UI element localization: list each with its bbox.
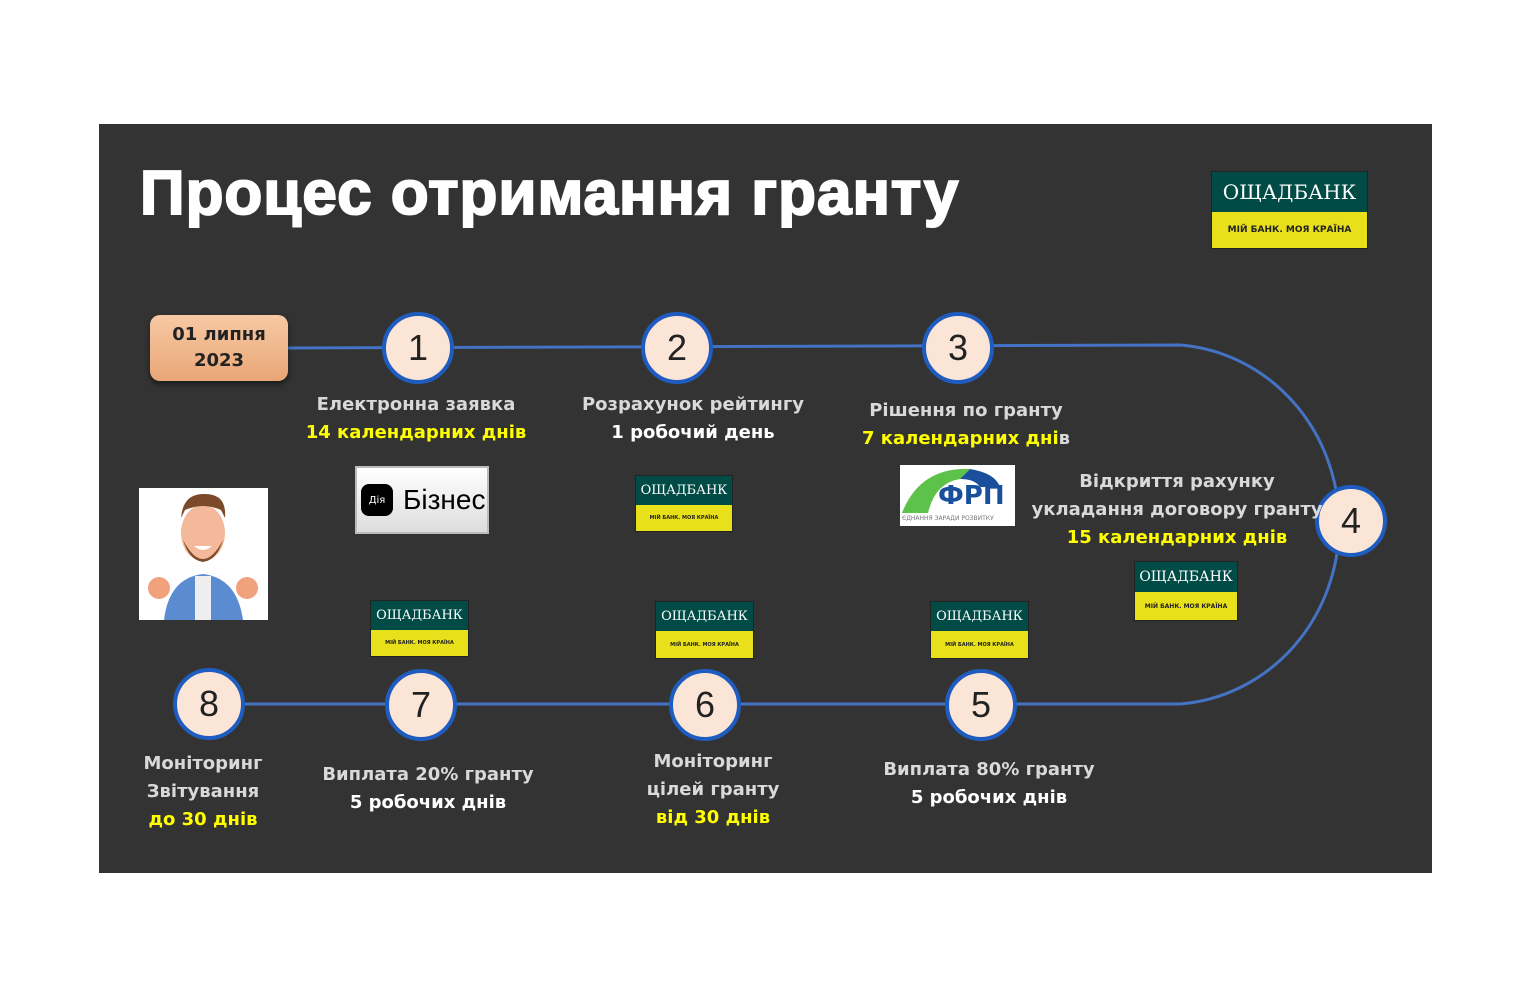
step-1-circle: 1: [382, 312, 454, 384]
oschadbank-logo-step-5: ОЩАДБАНК МІЙ БАНК. МОЯ КРАЇНА: [930, 601, 1029, 659]
oschadbank-logo-step-7: ОЩАДБАНК МІЙ БАНК. МОЯ КРАЇНА: [370, 600, 469, 657]
step-2-circle: 2: [641, 312, 713, 384]
start-date-day: 01 липня: [172, 324, 266, 345]
happy-man-illustration: [139, 488, 268, 620]
step-4-circle: 4: [1315, 485, 1387, 557]
step-3-duration: 7 календарних дні: [861, 428, 1059, 449]
step-5-title: Виплата 80% гранту: [883, 759, 1095, 780]
logo-name: ОЩАДБАНК: [656, 602, 753, 632]
step-6-title: Моніторинг: [653, 751, 773, 772]
step-7-title: Виплата 20% гранту: [322, 764, 534, 785]
logo-slogan: МІЙ БАНК. МОЯ КРАЇНА: [656, 631, 753, 658]
step-8-title: Моніторинг: [143, 753, 263, 774]
step-3-label: Рішення по гранту 7 календарних днів: [862, 397, 1070, 453]
logo-name: ОЩАДБАНК: [931, 602, 1028, 632]
logo-name: ОЩАДБАНК: [1212, 172, 1367, 212]
diia-business-logo: Дія Бізнес: [355, 466, 489, 534]
logo-slogan: МІЙ БАНК. МОЯ КРАЇНА: [1135, 592, 1237, 620]
thumbs-up-man-icon: [148, 493, 258, 620]
step-8-subtitle: Звітування: [146, 781, 260, 802]
frp-logo: ФРП ЄДНАННЯ ЗАРАДИ РОЗВИТКУ: [900, 465, 1015, 526]
oschadbank-logo-step-2: ОЩАДБАНК МІЙ БАНК. МОЯ КРАЇНА: [635, 475, 733, 532]
frp-name: ФРП: [938, 481, 1005, 511]
step-5-circle: 5: [945, 669, 1017, 741]
frp-slogan: ЄДНАННЯ ЗАРАДИ РОЗВИТКУ: [902, 515, 994, 522]
step-2-label: Розрахунок рейтингу 1 робочий день: [582, 391, 804, 447]
page-title: Процес отримання гранту: [139, 158, 960, 229]
step-1-title: Електронна заявка: [316, 394, 516, 415]
step-4-duration: 15 календарних днів: [1066, 527, 1288, 548]
diia-mark: Дія: [361, 484, 393, 516]
step-6-label: Моніторинг цілей гранту від 30 днів: [647, 748, 780, 832]
slide: [99, 124, 1432, 873]
step-8-label: Моніторинг Звітування до 30 днів: [143, 750, 262, 834]
step-4-subtitle: укладання договору гранту: [1031, 499, 1323, 520]
step-8-circle: 8: [173, 668, 245, 740]
step-7-duration: 5 робочих днів: [349, 792, 507, 813]
logo-slogan: МІЙ БАНК. МОЯ КРАЇНА: [931, 631, 1028, 658]
logo-slogan: МІЙ БАНК. МОЯ КРАЇНА: [1212, 211, 1367, 248]
step-2-title: Розрахунок рейтингу: [581, 394, 805, 415]
step-2-duration: 1 робочий день: [611, 422, 775, 443]
oschadbank-logo-step-6: ОЩАДБАНК МІЙ БАНК. МОЯ КРАЇНА: [655, 601, 754, 659]
logo-name: ОЩАДБАНК: [1135, 562, 1237, 593]
logo-name: ОЩАДБАНК: [371, 601, 468, 630]
step-1-label: Електронна заявка 14 календарних днів: [306, 391, 527, 447]
start-date-year: 2023: [193, 350, 245, 371]
step-4-title: Відкриття рахунку: [1079, 471, 1275, 492]
step-4-label: Відкриття рахунку укладання договору гра…: [1031, 468, 1322, 552]
frp-arc-icon: [902, 468, 1000, 513]
step-1-duration: 14 календарних днів: [305, 422, 527, 443]
logo-name: ОЩАДБАНК: [636, 476, 732, 505]
step-3-title: Рішення по гранту: [869, 400, 1063, 421]
step-6-subtitle: цілей гранту: [646, 779, 780, 800]
step-8-duration: до 30 днів: [148, 809, 258, 830]
step-5-label: Виплата 80% гранту 5 робочих днів: [883, 756, 1094, 812]
step-7-label: Виплата 20% гранту 5 робочих днів: [322, 761, 533, 817]
oschadbank-logo: ОЩАДБАНК МІЙ БАНК. МОЯ КРАЇНА: [1211, 171, 1368, 249]
logo-slogan: МІЙ БАНК. МОЯ КРАЇНА: [636, 504, 732, 531]
step-6-circle: 6: [669, 669, 741, 741]
diia-word: Бізнес: [403, 484, 486, 515]
step-3-circle: 3: [922, 312, 994, 384]
logo-slogan: МІЙ БАНК. МОЯ КРАЇНА: [371, 629, 468, 656]
step-7-circle: 7: [385, 669, 457, 741]
step-5-duration: 5 робочих днів: [910, 787, 1068, 808]
start-date-badge: 01 липня 2023: [150, 315, 288, 381]
oschadbank-logo-step-4: ОЩАДБАНК МІЙ БАНК. МОЯ КРАЇНА: [1134, 561, 1238, 621]
step-3-duration-tail: в: [1058, 428, 1071, 449]
step-6-duration: від 30 днів: [655, 807, 771, 828]
